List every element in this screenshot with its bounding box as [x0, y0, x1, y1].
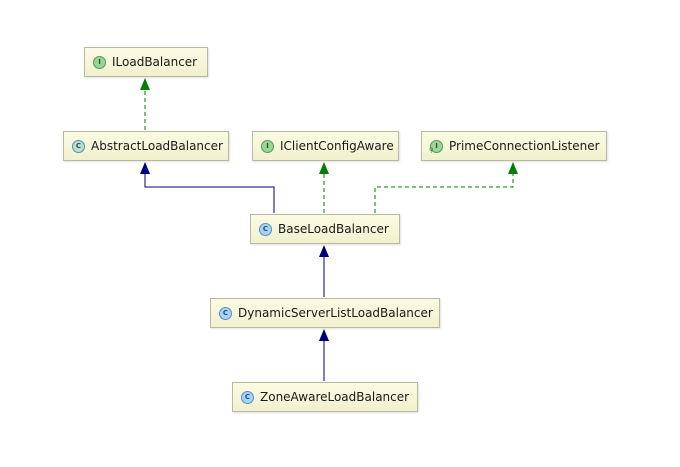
- extends-edge-base-to-abstract: [140, 162, 275, 213]
- implements-arrowhead: [508, 162, 518, 174]
- node-label: IClientConfigAware: [280, 139, 394, 153]
- implements-arrowhead: [319, 162, 329, 174]
- abstract-class-icon: C: [72, 139, 85, 153]
- interface-icon: I: [261, 139, 274, 153]
- node-primeconnectionlistener[interactable]: I ⚲ PrimeConnectionListener: [421, 131, 607, 161]
- node-label: DynamicServerListLoadBalancer: [238, 306, 433, 320]
- interface-icon: I ⚲: [429, 139, 443, 154]
- extends-arrowhead: [319, 245, 329, 257]
- node-label: ILoadBalancer: [112, 55, 198, 69]
- class-icon: C: [219, 306, 232, 320]
- extends-arrowhead: [140, 162, 150, 174]
- pin-icon: ⚲: [429, 146, 434, 154]
- node-iclientconfigaware[interactable]: I IClientConfigAware: [252, 131, 399, 161]
- extends-arrowhead: [319, 329, 329, 341]
- node-iloadbalancer[interactable]: I ILoadBalancer: [84, 47, 208, 77]
- implements-edge-abstract-to-iloadbalancer: [140, 78, 150, 130]
- node-abstractloadbalancer[interactable]: C AbstractLoadBalancer: [63, 131, 229, 161]
- node-label: AbstractLoadBalancer: [91, 139, 223, 153]
- class-icon: C: [241, 390, 254, 404]
- node-zoneawareloadbalancer[interactable]: C ZoneAwareLoadBalancer: [232, 382, 418, 412]
- interface-icon: I: [93, 55, 106, 69]
- node-baseloadbalancer[interactable]: C BaseLoadBalancer: [250, 214, 400, 244]
- node-label: ZoneAwareLoadBalancer: [260, 390, 410, 404]
- implements-edge-base-to-primeconnectionlistener: [374, 162, 518, 213]
- implements-arrowhead: [140, 78, 150, 90]
- implements-edge-base-to-iclientconfigaware: [319, 162, 329, 213]
- class-icon: C: [259, 222, 272, 236]
- node-label: BaseLoadBalancer: [278, 222, 389, 236]
- node-dynamicserverlistloadbalancer[interactable]: C DynamicServerListLoadBalancer: [210, 298, 440, 328]
- extends-edge-dynamic-to-base: [319, 245, 329, 297]
- extends-edge-zoneaware-to-dynamic: [319, 329, 329, 381]
- node-label: PrimeConnectionListener: [449, 139, 600, 153]
